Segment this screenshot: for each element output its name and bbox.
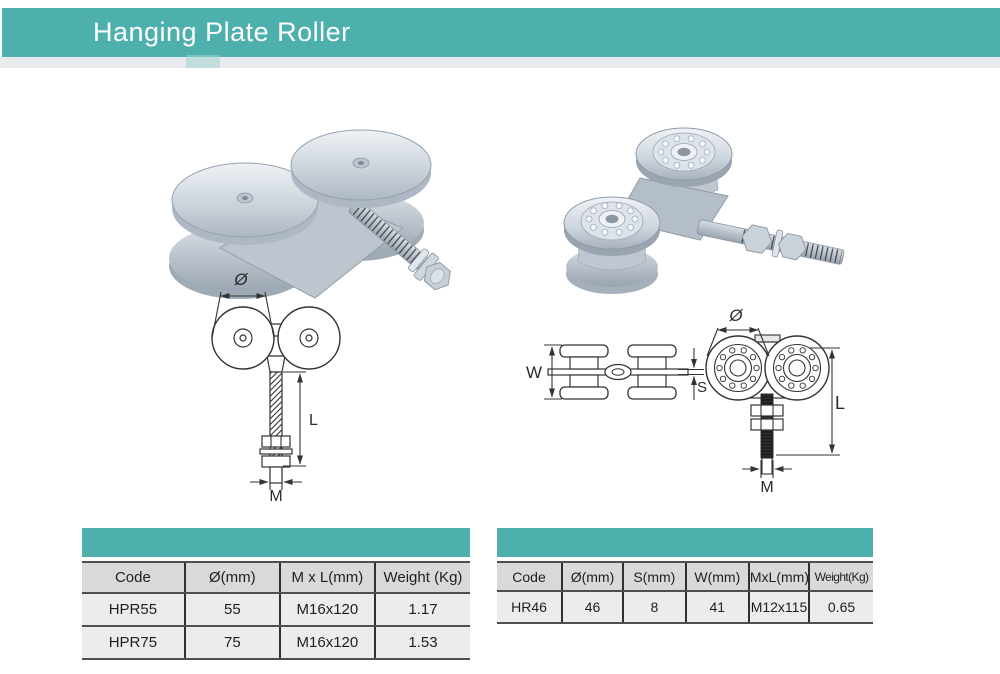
table-cell: M16x120 (278, 625, 375, 660)
spec-table: Code Ø(mm) M x L(mm) Weight (Kg) HPR55 5… (82, 561, 470, 660)
page-title: Hanging Plate Roller (93, 17, 351, 47)
dim-label-diameter: Ø (728, 308, 744, 325)
header-cell: Weight (Kg) (373, 561, 470, 594)
table-row: HPR75 75 M16x120 1.53 (82, 625, 470, 660)
table-cell: HR46 (497, 590, 563, 624)
dim-label-diameter: Ø (233, 270, 249, 289)
table-cell: 41 (684, 590, 749, 624)
product-photo-plate-roller (169, 129, 451, 299)
table-row: HR46 46 8 41 M12x115 0.65 (497, 590, 873, 624)
dim-label-length: L (835, 393, 845, 413)
table-cell: 1.17 (373, 592, 470, 627)
header-cell: M x L(mm) (278, 561, 375, 594)
spec-table-bearing-roller: Code Ø(mm) S(mm) W(mm) MxL(mm) Weight(Kg… (497, 528, 873, 624)
dimension-diagram-plate-roller: Ø L M (211, 270, 341, 503)
threaded-bolt (696, 219, 845, 265)
header-substrip (0, 57, 1000, 68)
table-cell: 1.53 (373, 625, 470, 660)
table-row: HPR55 55 M16x120 1.17 (82, 592, 470, 627)
dim-label-thread: M (269, 488, 282, 503)
header-cell: Weight(Kg) (808, 561, 873, 592)
table-cell: 75 (183, 625, 280, 660)
header-banner: Hanging Plate Roller (2, 8, 1000, 57)
header-cell: MxL(mm) (747, 561, 810, 592)
header-cell: Code (82, 561, 185, 594)
table-cell: HPR55 (82, 592, 185, 627)
table-teal-bar (82, 528, 470, 557)
dim-label-length: L (309, 412, 318, 429)
header-cell: Ø(mm) (183, 561, 280, 594)
spec-table-plate-roller: Code Ø(mm) M x L(mm) Weight (Kg) HPR55 5… (82, 528, 470, 660)
header-cell: Ø(mm) (561, 561, 623, 592)
header-cell: Code (497, 561, 563, 592)
dim-label-plate-thickness: S (697, 379, 707, 396)
header-cell: S(mm) (621, 561, 686, 592)
table-cell: 55 (183, 592, 280, 627)
header-cell: W(mm) (684, 561, 749, 592)
threaded-bolt (348, 200, 451, 291)
dim-label-thread: M (760, 479, 773, 496)
dimension-diagram-bearing-roller: W S (526, 308, 845, 496)
product-photo-bearing-roller (563, 127, 845, 294)
table-teal-bar (497, 528, 873, 557)
table-cell: M12x115 (747, 590, 810, 624)
table-cell: M16x120 (278, 592, 375, 627)
table-cell: 46 (561, 590, 623, 624)
table-cell: HPR75 (82, 625, 185, 660)
table-cell: 8 (621, 590, 686, 624)
spec-table: Code Ø(mm) S(mm) W(mm) MxL(mm) Weight(Kg… (497, 561, 873, 624)
table-header-row: Code Ø(mm) M x L(mm) Weight (Kg) (82, 561, 470, 594)
header-subtab (186, 55, 220, 68)
table-header-row: Code Ø(mm) S(mm) W(mm) MxL(mm) Weight(Kg… (497, 561, 873, 592)
table-cell: 0.65 (808, 590, 873, 624)
dim-label-width: W (526, 363, 542, 382)
